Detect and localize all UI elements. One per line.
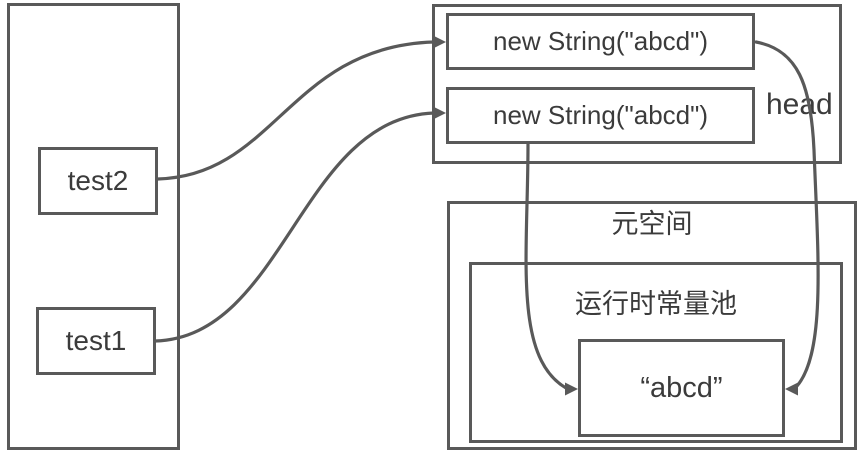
string-object-2-label: new String("abcd") [493, 100, 708, 130]
stack-frame-box [7, 3, 180, 450]
arrow-test1-to-object2 [153, 111, 436, 343]
metaspace-label: 元空间 [611, 209, 693, 239]
string-constant-label: “abcd” [640, 371, 723, 404]
arrow-test2-to-object1 [156, 40, 436, 181]
string-object-1-label: new String("abcd") [493, 26, 708, 56]
heap-label: head [766, 88, 833, 121]
variable-test2-label: test2 [67, 165, 129, 196]
string-object-1-box: new String("abcd") [446, 13, 755, 70]
runtime-constant-pool-label: 运行时常量池 [575, 289, 737, 319]
runtime-constant-pool-box [469, 262, 843, 443]
variable-test2-box: test2 [38, 147, 158, 215]
string-object-2-box: new String("abcd") [446, 87, 755, 144]
variable-test1-box: test1 [36, 307, 156, 375]
metaspace-box [447, 201, 857, 450]
variable-test1-label: test1 [65, 325, 127, 356]
string-constant-box: “abcd” [578, 339, 785, 437]
